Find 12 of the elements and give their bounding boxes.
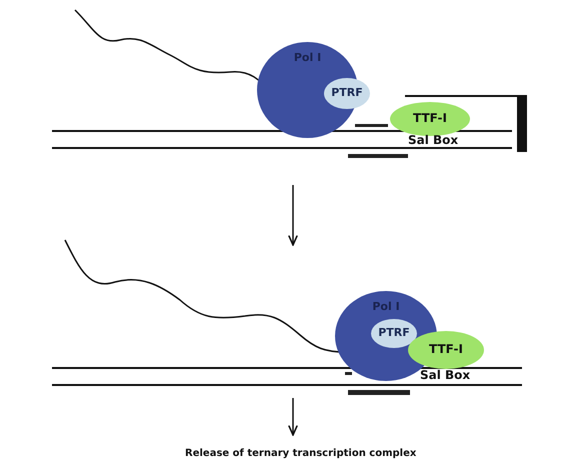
protein-label: Pol I — [372, 301, 400, 314]
protein-label: TTF-I — [413, 112, 447, 126]
factor-ellipse — [324, 78, 370, 109]
protein-label: Pol I — [294, 52, 322, 64]
arrow — [288, 398, 298, 436]
site-label: Sal Box — [420, 368, 470, 382]
protein-label: PTRF — [378, 327, 410, 340]
protein-label: TTF-I — [429, 343, 463, 357]
site-label: Sal Box — [408, 133, 458, 147]
factor-ellipse — [371, 319, 417, 348]
protein-label: PTRF — [331, 87, 363, 100]
caption-text: Release of ternary transcription complex — [185, 448, 416, 459]
